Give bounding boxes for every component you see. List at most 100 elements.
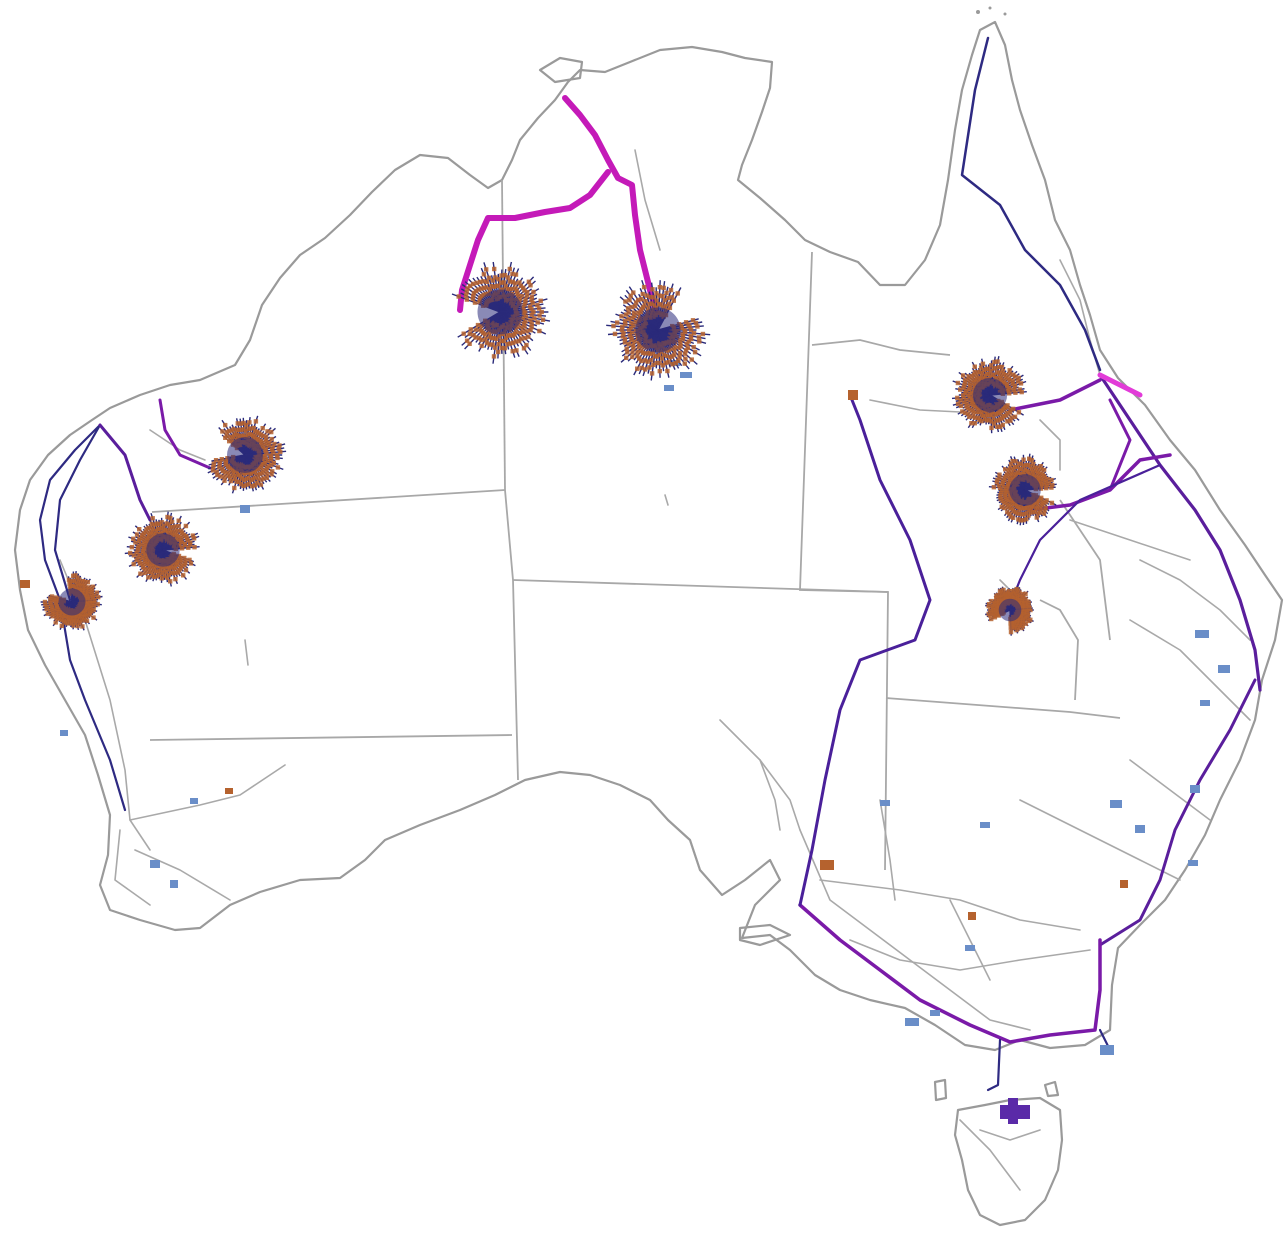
hub-plot [71, 573, 76, 578]
hub-plot [510, 279, 515, 285]
hub-plot [168, 525, 173, 530]
hub-plot [510, 349, 515, 354]
hub-plot [684, 341, 689, 346]
hub-kimberley-hub [451, 261, 551, 364]
mainland-coastline [13, 20, 1284, 1052]
hub-plot [521, 312, 527, 317]
hub-plot [537, 313, 542, 318]
hub-plot [975, 374, 981, 379]
hub-plot [1032, 465, 1037, 470]
hub-plot [183, 523, 189, 529]
hub-plot [527, 304, 533, 309]
hub-plot [269, 472, 274, 477]
hub-plot [1041, 511, 1047, 516]
hub-plot [1028, 464, 1033, 469]
hub-core [972, 377, 1008, 413]
hub-plot [528, 318, 533, 323]
hub-plot [1003, 373, 1008, 378]
hub-plot [234, 428, 240, 433]
hub-plot [972, 421, 977, 426]
hub-plot [626, 310, 631, 315]
hub-plot [220, 468, 226, 474]
hub-plot [667, 355, 672, 360]
hub-plot [988, 369, 994, 374]
hub-plot [175, 570, 180, 575]
hub-plot [1016, 517, 1021, 522]
hub-plot [179, 546, 185, 551]
hub-plot [218, 474, 223, 479]
hub-plot [272, 441, 277, 447]
hub-plot [170, 571, 176, 576]
hub-plot [621, 330, 626, 336]
hub-plot [465, 286, 470, 291]
hub-plot [165, 514, 170, 520]
hub-plot [685, 345, 690, 350]
hub-plot [650, 287, 655, 292]
hub-plot [999, 364, 1005, 370]
hub-plot [461, 331, 466, 336]
hub-plot [683, 356, 688, 361]
hub-plot [170, 524, 175, 530]
hub-plot [660, 305, 666, 310]
hub-plot [961, 395, 966, 400]
hub-plot [241, 483, 246, 489]
hub-plot [187, 557, 192, 563]
hub-plot [682, 330, 688, 335]
hub-plot [1041, 467, 1047, 473]
hub-plot [999, 504, 1004, 509]
hub-plot [1012, 501, 1017, 506]
hub-plot [510, 271, 515, 277]
hub-plot [154, 521, 160, 526]
hub-plot [173, 576, 178, 582]
hub-plot [43, 602, 48, 607]
hub-plot [1023, 621, 1028, 626]
hub-plot [176, 523, 181, 529]
hub-plot [977, 369, 983, 375]
hub-plot [505, 342, 510, 347]
hub-plot [669, 295, 675, 300]
hub-plot [166, 522, 171, 527]
hub-plot [174, 559, 180, 565]
hub-plot [513, 286, 518, 291]
hub-plot [179, 528, 184, 533]
hub-plot [652, 303, 657, 308]
hub-plot [142, 570, 147, 576]
hub-plot [639, 297, 644, 302]
hub-plot [665, 368, 670, 374]
hub-plot [994, 598, 999, 603]
hub-plot [663, 360, 668, 366]
hub-plot [173, 528, 178, 534]
hub-plot [1012, 383, 1018, 388]
hub-plot [683, 320, 689, 325]
hub-plot [488, 287, 493, 292]
hub-plot [1015, 464, 1020, 470]
hub-plot [268, 455, 274, 460]
hub-plot [505, 275, 511, 280]
hub-plot [630, 350, 635, 355]
hub-plot [1008, 418, 1013, 423]
hub-plot [244, 482, 249, 487]
hub-plot [188, 540, 193, 545]
hub-plot [967, 383, 973, 388]
hub-plot [623, 321, 628, 327]
hub-plot [228, 478, 234, 484]
hub-plot [514, 348, 519, 353]
hub-plot [269, 429, 274, 435]
hub-plot [217, 459, 223, 465]
hub-plot [667, 305, 673, 311]
hub-plot [1016, 410, 1022, 415]
hub-plot [456, 294, 461, 299]
hub-plot [1013, 374, 1018, 379]
hub-plot [1007, 391, 1012, 396]
hub-plot [464, 338, 470, 343]
hub-plot [1008, 378, 1013, 383]
hub-plot [131, 561, 136, 567]
hub-plot [668, 287, 674, 293]
hub-plot [1026, 469, 1032, 475]
hub-plot [531, 289, 536, 295]
hub-plot [958, 398, 963, 403]
hub-plot [664, 290, 669, 296]
hub-plot [496, 341, 501, 347]
hub-plot [75, 616, 80, 622]
